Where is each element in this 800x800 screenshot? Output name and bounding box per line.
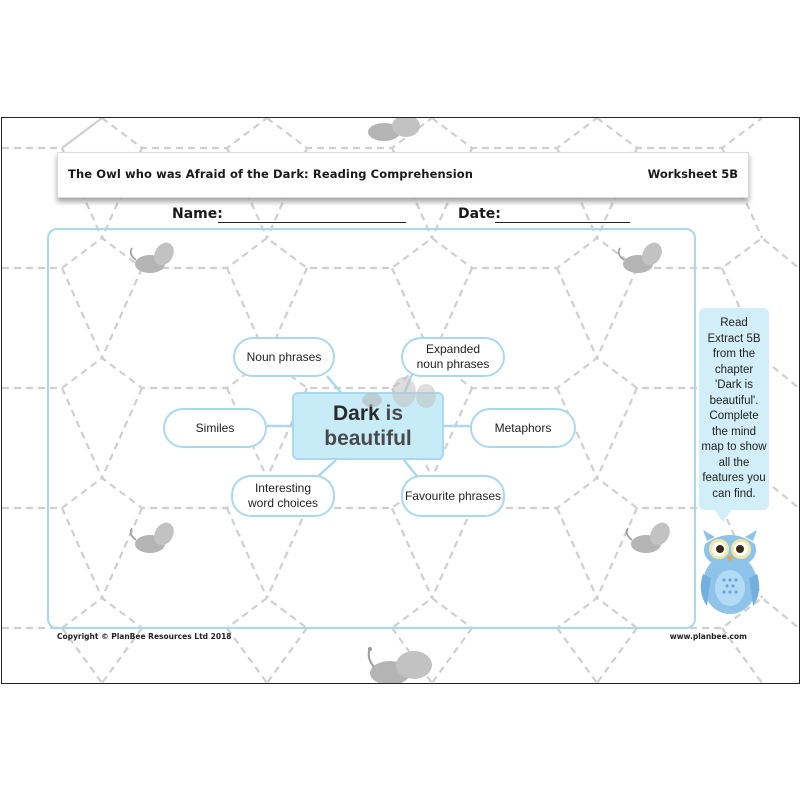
bee-icon	[129, 242, 174, 273]
mind-map-node-favourite-phrases: Favourite phrases	[401, 475, 505, 517]
node-label: Favourite phrases	[404, 488, 502, 503]
node-label: Noun phrases	[246, 349, 322, 364]
date-field[interactable]	[495, 222, 630, 223]
bee-icon	[617, 242, 662, 273]
mind-map-node-expanded-noun-phrases: Expanded noun phrases	[401, 337, 505, 377]
header-bar: The Owl who was Afraid of the Dark: Read…	[57, 152, 749, 198]
speech-bubble-tail	[714, 509, 732, 522]
node-label: Similes	[195, 420, 235, 435]
worksheet-page: The Owl who was Afraid of the Dark: Read…	[1, 117, 800, 684]
bee-icon	[362, 377, 436, 408]
worksheet-title: The Owl who was Afraid of the Dark: Read…	[68, 167, 474, 181]
instruction-card: Read Extract 5B from the chapter 'Dark i…	[699, 308, 769, 510]
bee-icon	[367, 647, 432, 683]
center-topic-word: is	[385, 402, 404, 425]
bee-icon	[625, 522, 670, 553]
bee-icon	[129, 522, 174, 553]
mind-map-node-interesting-word-choices: Interesting word choices	[231, 475, 335, 517]
bee-icon	[368, 118, 420, 141]
node-label: Interesting	[254, 481, 312, 495]
center-topic-word: Dark	[332, 402, 380, 425]
node-label: Expanded	[425, 342, 481, 356]
copyright-notice: Copyright © PlanBee Resources Ltd 2018	[57, 632, 232, 641]
mind-map-node-noun-phrases: Noun phrases	[233, 337, 335, 377]
mind-map-node-similes: Similes	[163, 408, 267, 448]
website-link[interactable]: www.planbee.com	[669, 632, 747, 641]
node-label: word choices	[247, 496, 319, 510]
node-label: Metaphors	[494, 420, 552, 435]
name-label: Name:	[172, 206, 223, 222]
center-topic-word: beautiful	[324, 427, 412, 450]
worksheet-number: Worksheet 5B	[647, 167, 738, 181]
mind-map-frame	[47, 228, 696, 629]
instruction-text: Read Extract 5B from the chapter 'Dark i…	[701, 317, 767, 500]
owl-icon	[700, 530, 760, 614]
mind-map-node-metaphors: Metaphors	[470, 408, 576, 448]
name-field[interactable]	[218, 222, 406, 223]
date-label: Date:	[458, 206, 501, 222]
node-label: noun phrases	[416, 357, 490, 371]
